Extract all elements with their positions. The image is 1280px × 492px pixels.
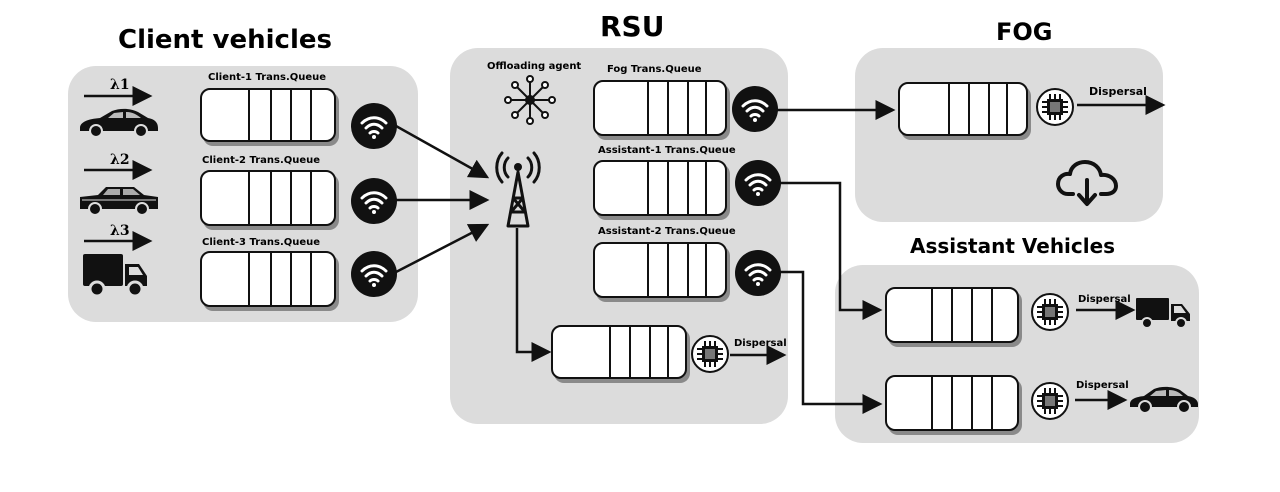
- rsu-dispersal-label: Dispersal: [734, 338, 787, 349]
- client-1-wifi-icon: [351, 103, 397, 149]
- client-2-wifi-icon: [351, 178, 397, 224]
- sports-car-icon: [80, 108, 158, 138]
- rsu-local-queue: [551, 325, 687, 379]
- client-3-queue-label: Client-3 Trans.Queue: [202, 237, 321, 248]
- truck-icon: [83, 254, 147, 298]
- assistant-1-trans-queue-label: Assistant-1 Trans.Queue: [598, 145, 736, 156]
- fog-trans-queue: [593, 80, 727, 136]
- rsu-title: RSU: [600, 10, 665, 43]
- rsu-cpu-icon: [691, 335, 729, 373]
- fog-cpu-icon: [1036, 88, 1074, 126]
- client-1-queue-label: Client-1 Trans.Queue: [208, 72, 327, 83]
- fog-dispersal-label: Dispersal: [1089, 85, 1147, 98]
- lambda-3-label: λ3: [110, 223, 130, 239]
- assistant-1-queue: [885, 287, 1019, 343]
- assistant-1-trans-queue: [593, 160, 727, 216]
- cloud-download-icon: [1056, 160, 1118, 206]
- assistant-2-trans-queue-label: Assistant-2 Trans.Queue: [598, 226, 736, 237]
- client-1-queue: [200, 88, 336, 142]
- client-2-queue-label: Client-2 Trans.Queue: [202, 155, 321, 166]
- client-3-queue: [200, 251, 336, 307]
- lambda-2-label: λ2: [110, 152, 130, 168]
- muscle-car-icon: [80, 187, 158, 216]
- assistant-1-cpu-icon: [1031, 293, 1069, 331]
- network-agent-icon: [504, 75, 556, 125]
- fog-queue: [898, 82, 1028, 136]
- offloading-agent-label: Offloading agent: [487, 61, 582, 72]
- assistant-2-queue: [885, 375, 1019, 431]
- fog-title: FOG: [996, 18, 1053, 46]
- client-vehicles-title: Client vehicles: [118, 25, 332, 55]
- client-3-wifi-icon: [351, 251, 397, 297]
- lambda-1-label: λ1: [110, 77, 130, 93]
- antenna-tower-icon: [495, 151, 541, 228]
- assistant-car-icon: [1130, 386, 1198, 414]
- assistant-2-wifi-icon: [735, 250, 781, 296]
- assistant-truck-icon: [1136, 298, 1190, 329]
- assistant-1-wifi-icon: [735, 160, 781, 206]
- assistant-1-dispersal-label: Dispersal: [1078, 294, 1131, 305]
- fog-trans-queue-label: Fog Trans.Queue: [607, 64, 702, 75]
- client-2-queue: [200, 170, 336, 226]
- assistant-2-trans-queue: [593, 242, 727, 298]
- assistant-2-cpu-icon: [1031, 382, 1069, 420]
- assistant-vehicles-title: Assistant Vehicles: [910, 234, 1116, 258]
- fog-queue-wifi-icon: [732, 86, 778, 132]
- assistant-2-dispersal-label: Dispersal: [1076, 380, 1129, 391]
